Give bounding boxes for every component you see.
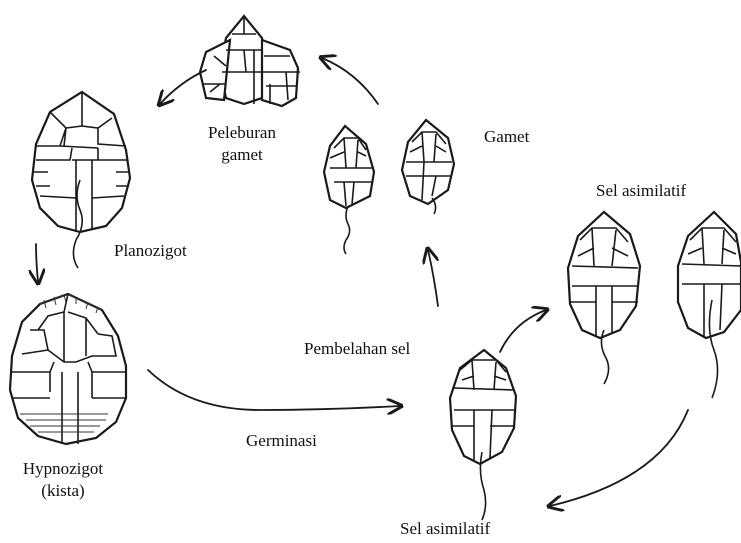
gamete-right	[402, 120, 454, 214]
label-gamete: Gamet	[484, 126, 529, 148]
fusing-gametes-cell	[200, 16, 300, 106]
assimilative-cell-right-2	[678, 212, 741, 398]
arrow-fusion-to-planozygote	[160, 70, 206, 104]
arrow-to-assimilative-cells	[500, 310, 546, 352]
gamete-left	[324, 126, 374, 254]
assimilative-cell-right-1	[568, 212, 640, 384]
hypnozygote-cyst	[10, 294, 126, 444]
label-hypnozygote-line1: Hypnozigot	[8, 458, 118, 480]
label-cell-division: Pembelahan sel	[304, 338, 410, 360]
arrow-germination	[148, 370, 400, 410]
label-assimilative-cell-top: Sel asimilatif	[596, 180, 686, 202]
assimilative-cell-bottom	[450, 350, 516, 520]
label-assimilative-cell-bottom: Sel asimilatif	[400, 518, 490, 540]
label-fusion-line2: gamet	[202, 144, 282, 166]
label-hypnozygote-line2: (kista)	[8, 480, 118, 502]
arrow-gametes-to-fusion	[322, 58, 378, 104]
label-hypnozygote-cyst: Hypnozigot (kista)	[8, 458, 118, 502]
label-germination: Germinasi	[246, 430, 317, 452]
arrow-cell-division	[428, 250, 438, 306]
label-fusion-line1: Peleburan	[202, 122, 282, 144]
arrow-planozygote-to-hypnozygote	[36, 244, 38, 282]
label-planozygote: Planozigot	[114, 240, 187, 262]
label-fusion-gamete: Peleburan gamet	[202, 122, 282, 166]
arrow-back-to-assimilative	[550, 410, 688, 506]
